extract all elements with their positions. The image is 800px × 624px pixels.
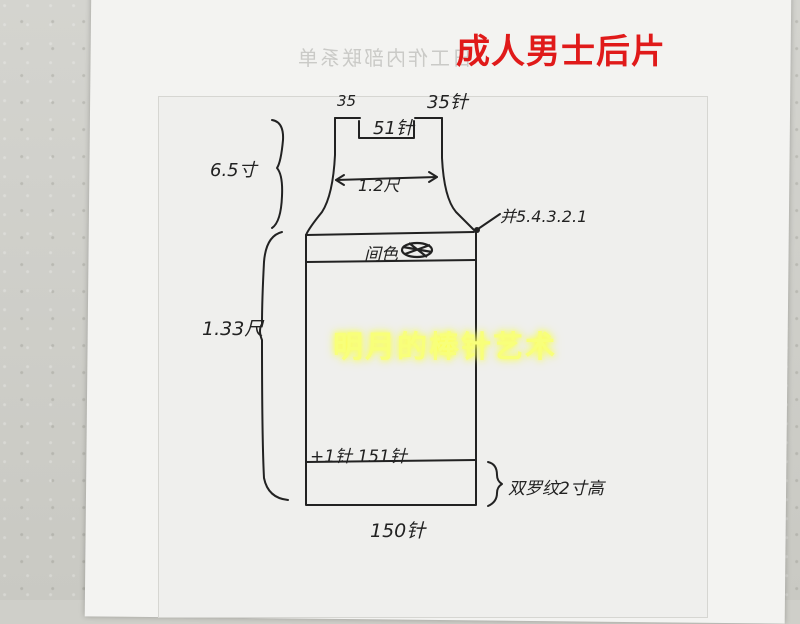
scribble-mark (400, 241, 434, 259)
contrast-band-label: 间色 (364, 245, 398, 265)
right-shoulder-count: 35针 (427, 92, 468, 113)
contrast-band-top (305, 231, 475, 236)
armhole-width-arrow (335, 176, 438, 181)
rib-note-label: 双罗纹2寸高 (508, 479, 604, 499)
increase-row-label: +1针 151针 (310, 447, 407, 467)
body-length-label: 1.33尺 (202, 318, 264, 340)
body-brace (259, 231, 289, 501)
contrast-band-bottom (305, 259, 477, 263)
rib-top-line (305, 459, 477, 463)
rib-brace (487, 461, 503, 507)
armhole-brace (271, 119, 285, 229)
inner-page (158, 96, 708, 618)
pattern-title: 成人男士后片 (456, 32, 666, 72)
watermark-text: 明月的棒针艺术 (333, 330, 557, 365)
neck-stitch-count: 51针 (373, 118, 414, 139)
armhole-height-label: 6.5寸 (210, 160, 257, 181)
right-armhole-curve (441, 117, 475, 231)
decrease-pointer-line (477, 213, 501, 230)
armhole-width-label: 1.2尺 (358, 176, 400, 195)
left-shoulder-count: 35 (337, 92, 357, 110)
left-armhole-curve (305, 117, 336, 236)
neck-bracket (358, 120, 415, 139)
decrease-sequence-label: 并5.4.3.2.1 (500, 207, 588, 226)
body-outline (305, 231, 477, 506)
pattern-sketch (259, 117, 503, 507)
cast-on-label: 150针 (370, 520, 426, 542)
